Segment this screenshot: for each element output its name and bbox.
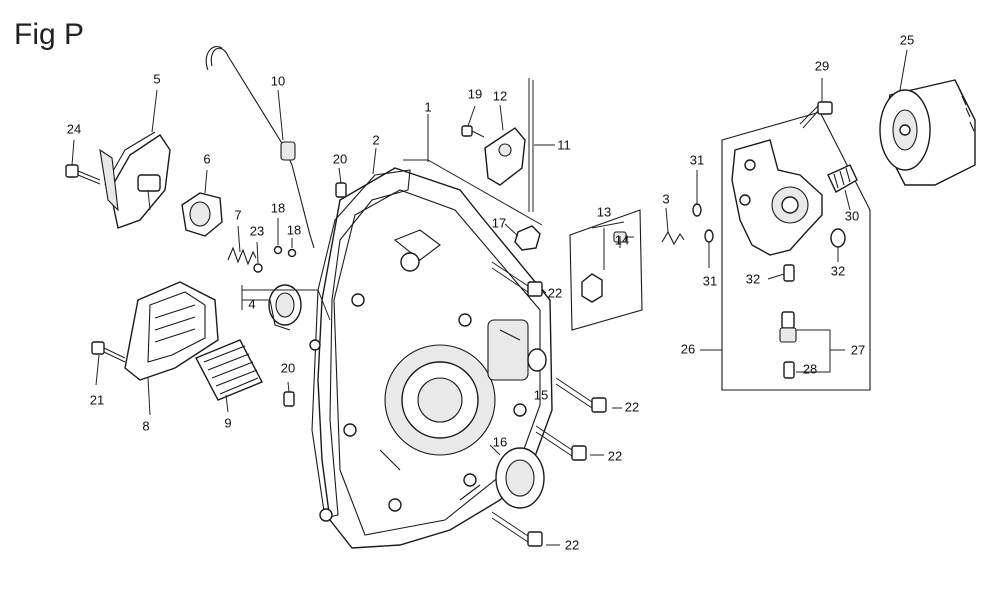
callout-18b: 18 <box>287 222 301 237</box>
bolt-21 <box>91 341 126 363</box>
holder-6 <box>181 192 223 237</box>
callout-14: 14 <box>615 232 629 247</box>
callout-12: 12 <box>493 88 507 103</box>
callout-22a: 22 <box>548 285 562 300</box>
callout-5: 5 <box>153 71 160 86</box>
callout-18a: 18 <box>271 200 285 215</box>
callout-16: 16 <box>493 434 507 449</box>
figure-title: Fig P <box>14 18 85 51</box>
callout-22c: 22 <box>608 448 622 463</box>
callout-4: 4 <box>248 296 255 311</box>
callout-10: 10 <box>271 73 285 88</box>
rod-11 <box>528 78 534 212</box>
filter-base <box>721 111 871 391</box>
bolts-22 <box>491 261 607 547</box>
callout-20b: 20 <box>281 360 295 375</box>
screen-holder-8 <box>124 281 219 381</box>
callout-11: 11 <box>557 137 571 152</box>
callout-9: 9 <box>224 415 231 430</box>
bracket-12 <box>461 125 526 186</box>
callout-26: 26 <box>681 341 695 356</box>
callout-23: 23 <box>250 223 264 238</box>
oil-filter <box>879 79 976 186</box>
leader-lines <box>71 49 908 546</box>
callout-2: 2 <box>372 132 379 147</box>
callout-6: 6 <box>203 151 210 166</box>
callout-17: 17 <box>492 215 506 230</box>
callout-3: 3 <box>662 191 669 206</box>
small-parts <box>253 245 297 273</box>
nipple-30 <box>827 164 858 193</box>
nut-17 <box>514 225 541 251</box>
callout-21: 21 <box>90 392 104 407</box>
oil-seal-16 <box>495 447 545 509</box>
spring-3 <box>661 230 685 246</box>
governor-gear <box>99 131 171 229</box>
dipstick <box>205 46 315 249</box>
callout-31b: 31 <box>703 273 717 288</box>
callout-22d: 22 <box>565 537 579 552</box>
pin-15 <box>527 348 547 372</box>
callout-1: 1 <box>424 99 431 114</box>
callout-22b: 22 <box>625 399 639 414</box>
callout-8: 8 <box>142 418 149 433</box>
callout-24: 24 <box>67 121 81 136</box>
callout-13: 13 <box>597 204 611 219</box>
callout-15: 15 <box>534 387 548 402</box>
callout-25: 25 <box>900 32 914 47</box>
washer-32 <box>830 228 846 248</box>
callout-29: 29 <box>815 58 829 73</box>
strainer-screen-9 <box>195 339 263 401</box>
cover-gasket <box>309 169 411 522</box>
callout-32a: 32 <box>746 271 760 286</box>
o-rings-31 <box>692 203 714 243</box>
callout-27: 27 <box>851 342 865 357</box>
callout-30: 30 <box>845 208 859 223</box>
spring-7 <box>227 246 257 266</box>
callout-31a: 31 <box>690 152 704 167</box>
callout-19: 19 <box>468 86 482 101</box>
callout-20a: 20 <box>333 151 347 166</box>
bolt-29 <box>799 101 833 129</box>
fitting-32 <box>783 264 795 282</box>
callout-7: 7 <box>234 207 241 222</box>
bolt-24 <box>65 164 101 185</box>
relief-valve-group <box>569 209 643 331</box>
callout-labels: 1 2 3 4 5 6 7 8 9 10 11 12 13 14 15 16 1… <box>67 32 914 552</box>
oil-seal-4 <box>268 284 302 331</box>
pressure-switch <box>779 311 797 379</box>
callout-32b: 32 <box>831 263 845 278</box>
callout-28: 28 <box>803 361 817 376</box>
